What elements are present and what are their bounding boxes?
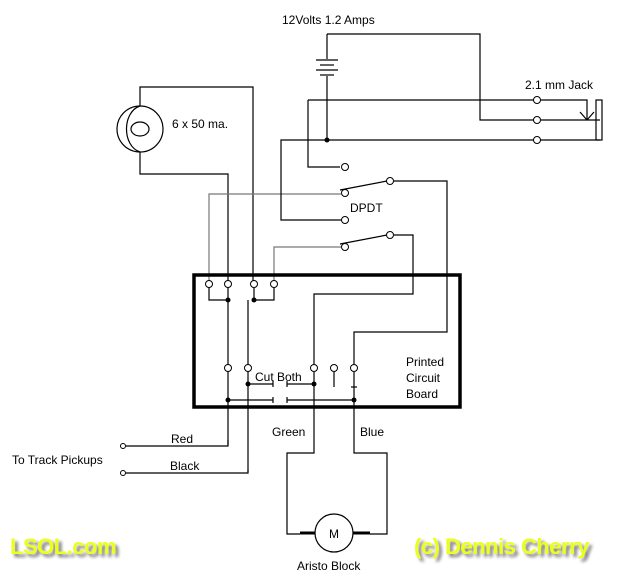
wire-lamp-bottom — [139, 152, 229, 283]
switch-label: DPDT — [350, 201, 383, 215]
lamp-icon — [116, 105, 164, 153]
wire-switch-common-2 — [313, 234, 414, 367]
wire-pcb-to-switch-1 — [208, 193, 341, 283]
wire-switch-common-1 — [353, 180, 448, 367]
pcb-outline — [192, 273, 462, 409]
pcb-label-line-2: Circuit — [406, 371, 441, 385]
lamp-label: 6 x 50 ma. — [172, 117, 228, 131]
wire-jack-to-switch-2 — [280, 163, 341, 221]
wire-label-black: Black — [170, 459, 200, 473]
wire-red — [126, 440, 229, 447]
junction-dot — [324, 137, 330, 143]
wire-junction-to-jack — [280, 139, 600, 163]
wire-label-green: Green — [272, 425, 305, 439]
author-credit: (c) Dennis Cherry — [414, 534, 590, 559]
wire-label-red: Red — [171, 432, 193, 446]
track-label: To Track Pickups — [12, 453, 103, 467]
wire-pcb-to-switch-2 — [273, 246, 341, 283]
power-label: 12Volts 1.2 Amps — [282, 13, 375, 27]
motor-symbol: M — [329, 527, 339, 541]
dc-jack-icon — [533, 96, 603, 144]
wire-lamp-top — [139, 86, 254, 283]
wire-black — [126, 470, 249, 474]
wire-green — [286, 435, 315, 535]
track-terminal-red — [120, 443, 126, 449]
wire-battery-to-jack — [327, 33, 536, 121]
site-logo: LSOL.com — [10, 534, 116, 559]
battery-icon — [316, 34, 338, 140]
dpdt-switch-icon — [339, 163, 394, 251]
cut-label: Cut Both — [255, 370, 302, 384]
motor-label: Aristo Block — [297, 559, 361, 573]
track-terminal-black — [120, 470, 126, 476]
pcb-label-line-3: Board — [406, 387, 438, 401]
wire-jack-to-switch — [307, 100, 340, 168]
motor-icon: M — [300, 513, 370, 553]
wire-label-blue: Blue — [360, 425, 384, 439]
cut-traces — [225, 381, 357, 403]
pcb-label-line-1: Printed — [406, 355, 444, 369]
wire-blue — [353, 435, 388, 535]
jack-label: 2.1 mm Jack — [525, 78, 594, 92]
